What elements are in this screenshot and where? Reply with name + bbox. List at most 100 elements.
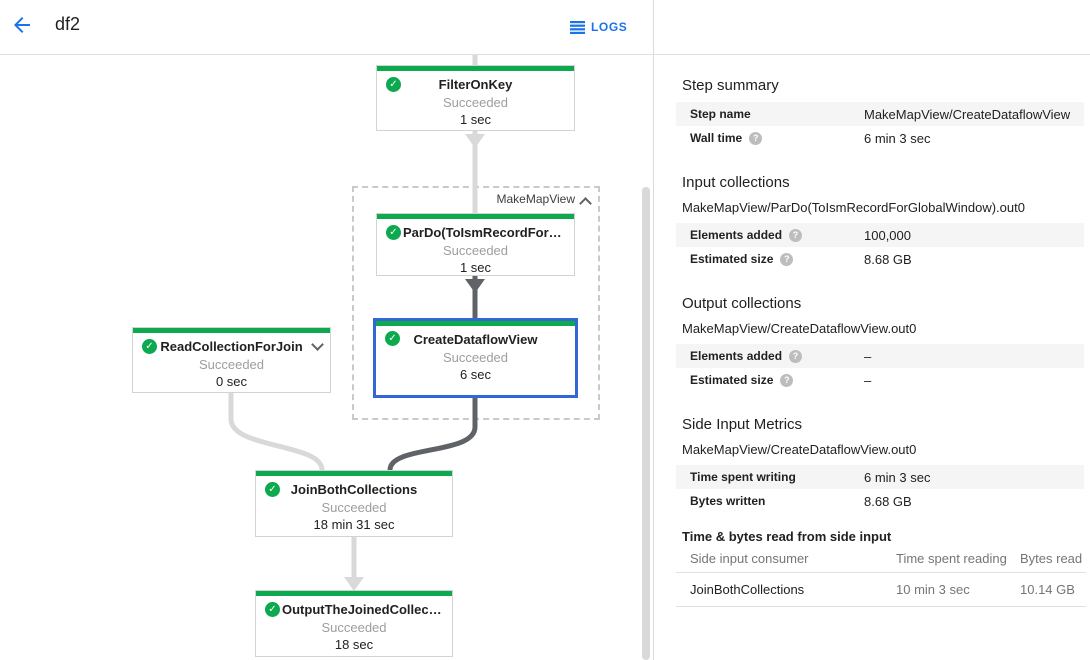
kv-label-text: Elements added <box>690 349 783 363</box>
section-heading-side-input-metrics: Side Input Metrics <box>682 416 803 433</box>
node-title: ReadCollectionForJoin <box>160 339 303 354</box>
collection-name: MakeMapView/CreateDataflowView.out0 <box>682 321 917 336</box>
kv-value: 6 min 3 sec <box>864 469 931 485</box>
help-icon[interactable]: ? <box>780 373 794 387</box>
column-header-bytes-read: Bytes read <box>1020 546 1086 573</box>
kv-label: Bytes written <box>690 494 864 508</box>
logs-button[interactable]: LOGS <box>570 16 627 38</box>
node-time: 0 sec <box>215 374 248 389</box>
graph-node-filteronkey[interactable]: ✓ FilterOnKey Succeeded 1 sec <box>376 65 575 131</box>
node-status: Succeeded <box>198 357 265 372</box>
success-check-icon: ✓ <box>386 77 401 92</box>
help-icon[interactable]: ? <box>749 131 763 145</box>
node-status: Succeeded <box>442 350 509 365</box>
node-time: 1 sec <box>459 112 492 127</box>
cell-time-spent-reading: 10 min 3 sec <box>896 572 1020 607</box>
group-label: MakeMapView <box>496 192 575 206</box>
kv-label: Time spent writing <box>690 470 864 484</box>
logs-list-icon <box>570 20 585 34</box>
node-status-bar <box>256 591 452 596</box>
chevron-down-icon[interactable] <box>313 338 322 347</box>
help-icon[interactable]: ? <box>789 349 803 363</box>
job-title: df2 <box>55 14 81 34</box>
kv-value: 6 min 3 sec <box>864 130 931 146</box>
kv-label-text: Elements added <box>690 228 783 242</box>
collection-name: MakeMapView/ParDo(ToIsmRecordForGlobalWi… <box>682 200 1025 215</box>
node-title: JoinBothCollections <box>290 482 418 497</box>
node-title: FilterOnKey <box>438 77 513 92</box>
collection-name: MakeMapView/CreateDataflowView.out0 <box>682 442 917 457</box>
kv-label: Elements added ? <box>690 228 864 242</box>
kv-value: – <box>864 372 872 388</box>
kv-label: Estimated size ? <box>690 373 864 387</box>
kv-label-text: Bytes written <box>690 494 766 508</box>
kv-value: MakeMapView/CreateDataflowView <box>864 106 1071 122</box>
node-status: Succeeded <box>321 620 387 635</box>
kv-rows: Elements added ? – Estimated size ? – <box>676 344 1084 392</box>
node-time: 18 sec <box>334 637 374 652</box>
graph-node-outputthejoinedcollection[interactable]: ✓ OutputTheJoinedCollec… Succeeded 18 se… <box>255 590 453 657</box>
section-heading-output-collections: Output collections <box>682 295 802 312</box>
node-status-bar <box>377 66 574 71</box>
side-input-table-heading: Time & bytes read from side input <box>682 529 892 544</box>
success-check-icon: ✓ <box>265 482 280 497</box>
graph-node-createdataflowview-selected[interactable]: ✓ CreateDataflowView Succeeded 6 sec <box>373 318 578 398</box>
node-time: 6 sec <box>459 367 492 382</box>
kv-label: Wall time ? <box>690 131 864 145</box>
cell-side-input-consumer: JoinBothCollections <box>676 572 896 607</box>
node-status: Succeeded <box>321 500 387 515</box>
section-heading-step-summary: Step summary <box>682 77 779 94</box>
logs-button-label: LOGS <box>591 20 628 34</box>
table-header-row: Side input consumer Time spent reading B… <box>676 546 1086 573</box>
kv-label-text: Step name <box>690 107 751 121</box>
side-input-table: Side input consumer Time spent reading B… <box>676 546 1086 607</box>
node-status: Succeeded <box>442 243 509 258</box>
makemapview-group-toggle[interactable]: MakeMapView <box>497 192 590 206</box>
graph-vertical-scrollbar[interactable] <box>642 187 650 660</box>
kv-label: Estimated size ? <box>690 252 864 266</box>
success-check-icon: ✓ <box>386 225 401 240</box>
success-check-icon: ✓ <box>385 331 400 346</box>
table-row: JoinBothCollections 10 min 3 sec 10.14 G… <box>676 572 1086 607</box>
node-title: OutputTheJoinedCollec… <box>282 602 442 617</box>
kv-row-elements-added: Elements added ? – <box>676 344 1084 368</box>
section-heading-input-collections: Input collections <box>682 174 790 191</box>
chevron-up-icon <box>581 195 590 204</box>
node-time: 18 min 31 sec <box>313 517 395 532</box>
node-status-bar <box>133 328 330 333</box>
back-button[interactable] <box>10 13 38 41</box>
node-title: CreateDataflowView <box>413 332 538 347</box>
help-icon[interactable]: ? <box>789 228 803 242</box>
node-status-bar <box>377 214 574 219</box>
column-header-time-spent-reading: Time spent reading <box>896 546 1020 573</box>
help-icon[interactable]: ? <box>780 252 794 266</box>
kv-value: 8.68 GB <box>864 493 912 509</box>
step-details-panel: Step Step summary Step name MakeMapView/… <box>654 0 1090 660</box>
pane-divider <box>653 0 654 660</box>
graph-node-joinbothcollections[interactable]: ✓ JoinBothCollections Succeeded 18 min 3… <box>255 470 453 537</box>
node-status: Succeeded <box>442 95 509 110</box>
kv-label-text: Time spent writing <box>690 470 796 484</box>
kv-value: – <box>864 348 872 364</box>
kv-label: Elements added ? <box>690 349 864 363</box>
kv-row-step-name: Step name MakeMapView/CreateDataflowView <box>676 102 1084 126</box>
kv-label-text: Estimated size <box>690 373 774 387</box>
kv-rows: Time spent writing 6 min 3 sec Bytes wri… <box>676 465 1084 513</box>
node-status-bar <box>256 471 452 476</box>
success-check-icon: ✓ <box>142 339 157 354</box>
kv-row-bytes-written: Bytes written 8.68 GB <box>676 489 1084 513</box>
kv-row-estimated-size: Estimated size ? 8.68 GB <box>676 247 1084 271</box>
node-time: 1 sec <box>459 260 492 275</box>
graph-node-pardo-toismrecord[interactable]: ✓ ParDo(ToIsmRecordFor… Succeeded 1 sec <box>376 213 575 276</box>
column-header-side-input-consumer: Side input consumer <box>676 546 896 573</box>
job-graph-canvas[interactable]: MakeMapView ✓ FilterOnKey Succeeded 1 se… <box>0 55 653 660</box>
back-arrow-icon <box>14 17 30 33</box>
top-bar: df2 LOGS <box>0 0 1090 55</box>
success-check-icon: ✓ <box>265 602 280 617</box>
kv-row-time-spent-writing: Time spent writing 6 min 3 sec <box>676 465 1084 489</box>
kv-row-elements-added: Elements added ? 100,000 <box>676 223 1084 247</box>
kv-rows: Step name MakeMapView/CreateDataflowView… <box>676 102 1084 150</box>
cell-bytes-read: 10.14 GB <box>1020 572 1086 607</box>
graph-node-readcollectionforjoin[interactable]: ✓ ReadCollectionForJoin Succeeded 0 sec <box>132 327 331 393</box>
kv-label-text: Estimated size <box>690 252 774 266</box>
